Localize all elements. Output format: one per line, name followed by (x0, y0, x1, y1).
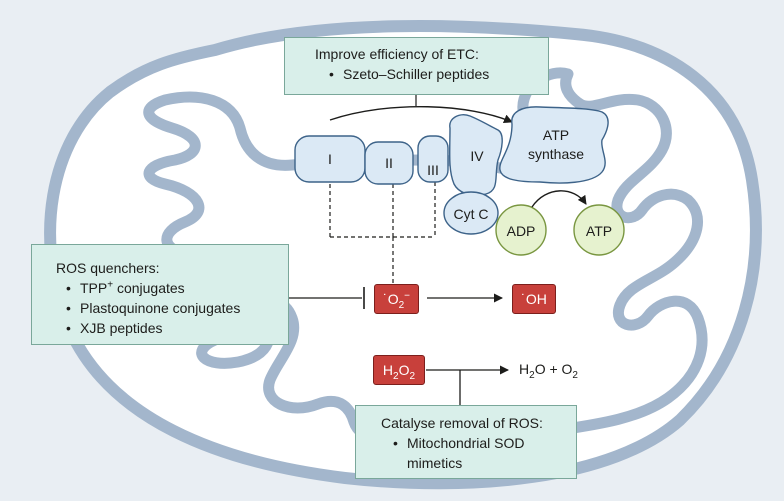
leak-dashes (329, 182, 436, 284)
etc-box-title: Improve efficiency of ETC: (315, 46, 479, 62)
quenchers-box-title: ROS quenchers: (56, 260, 160, 276)
adp-circle (495, 204, 547, 256)
atp-synthase-label: ATP synthase (527, 127, 585, 162)
complex-ii (364, 141, 414, 185)
quencher-item: •Plastoquinone conjugates (66, 300, 241, 316)
proton-flow-arrow (329, 106, 513, 123)
complex-i-label: I (328, 151, 332, 167)
complex-iv-label: IV (470, 148, 484, 164)
etc-box-item: •Szeto–Schiller peptides (329, 66, 490, 82)
ros-quenchers-box: ROS quenchers: •TPP+ conjugates •Plastoq… (31, 244, 289, 345)
atp-circle (573, 204, 625, 256)
complex-iii (417, 135, 449, 183)
quencher-item: •TPP+ conjugates (66, 279, 185, 296)
water-oxygen-products: H2O + O2 (519, 361, 578, 381)
atp-label: ATP (585, 223, 613, 239)
complex-iii-label: III (427, 162, 439, 178)
atp-synthase (499, 106, 609, 184)
adp-label: ADP (506, 223, 536, 239)
removal-box-item: •Mitochondrial SOD (393, 435, 525, 451)
complex-ii-label: II (385, 155, 393, 171)
cytochrome-c (443, 191, 499, 235)
peroxide-badge: H2O2 (373, 355, 425, 385)
superoxide-badge: ˙O2− (374, 284, 419, 314)
hydroxyl-badge: ˙OH (512, 284, 556, 314)
cytochrome-c-label: Cyt C (453, 206, 489, 222)
complex-iv (448, 114, 503, 196)
ros-removal-box: Catalyse removal of ROS: •Mitochondrial … (355, 405, 577, 479)
removal-box-item-continued: mimetics (407, 455, 463, 471)
quencher-item: •XJB peptides (66, 320, 163, 336)
phosphorylation-arrow (531, 190, 587, 208)
etc-efficiency-box: Improve efficiency of ETC: •Szeto–Schill… (284, 37, 549, 95)
removal-box-title: Catalyse removal of ROS: (381, 415, 543, 431)
